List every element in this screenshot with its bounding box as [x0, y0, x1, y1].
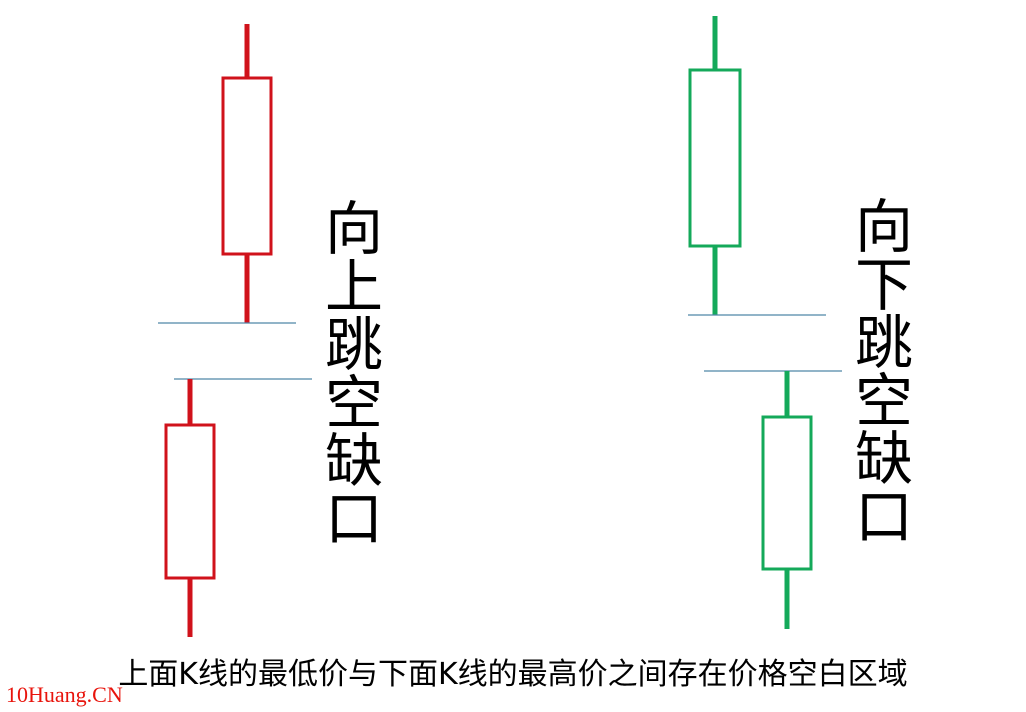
gap-down-upper-body — [688, 68, 742, 248]
watermark-logo: 10Huang.CN — [6, 682, 123, 707]
gap-down-label: 向下跳空缺口 — [854, 193, 913, 551]
gap-down-group — [688, 16, 842, 629]
gap-down-lower-body — [761, 415, 813, 571]
gap-up-upper-candle — [221, 24, 273, 323]
gap-down-lower-candle — [761, 371, 813, 629]
gap-up-group — [158, 24, 312, 637]
gap-up-lower-candle — [164, 379, 216, 637]
gap-down-upper-candle — [688, 16, 742, 315]
gap-up-upper-body — [221, 76, 273, 256]
diagram-caption: 上面K线的最低价与下面K线的最高价之间存在价格空白区域 — [118, 657, 908, 692]
gap-up-label: 向上跳空缺口 — [324, 195, 383, 553]
gap-up-lower-body — [164, 423, 216, 580]
